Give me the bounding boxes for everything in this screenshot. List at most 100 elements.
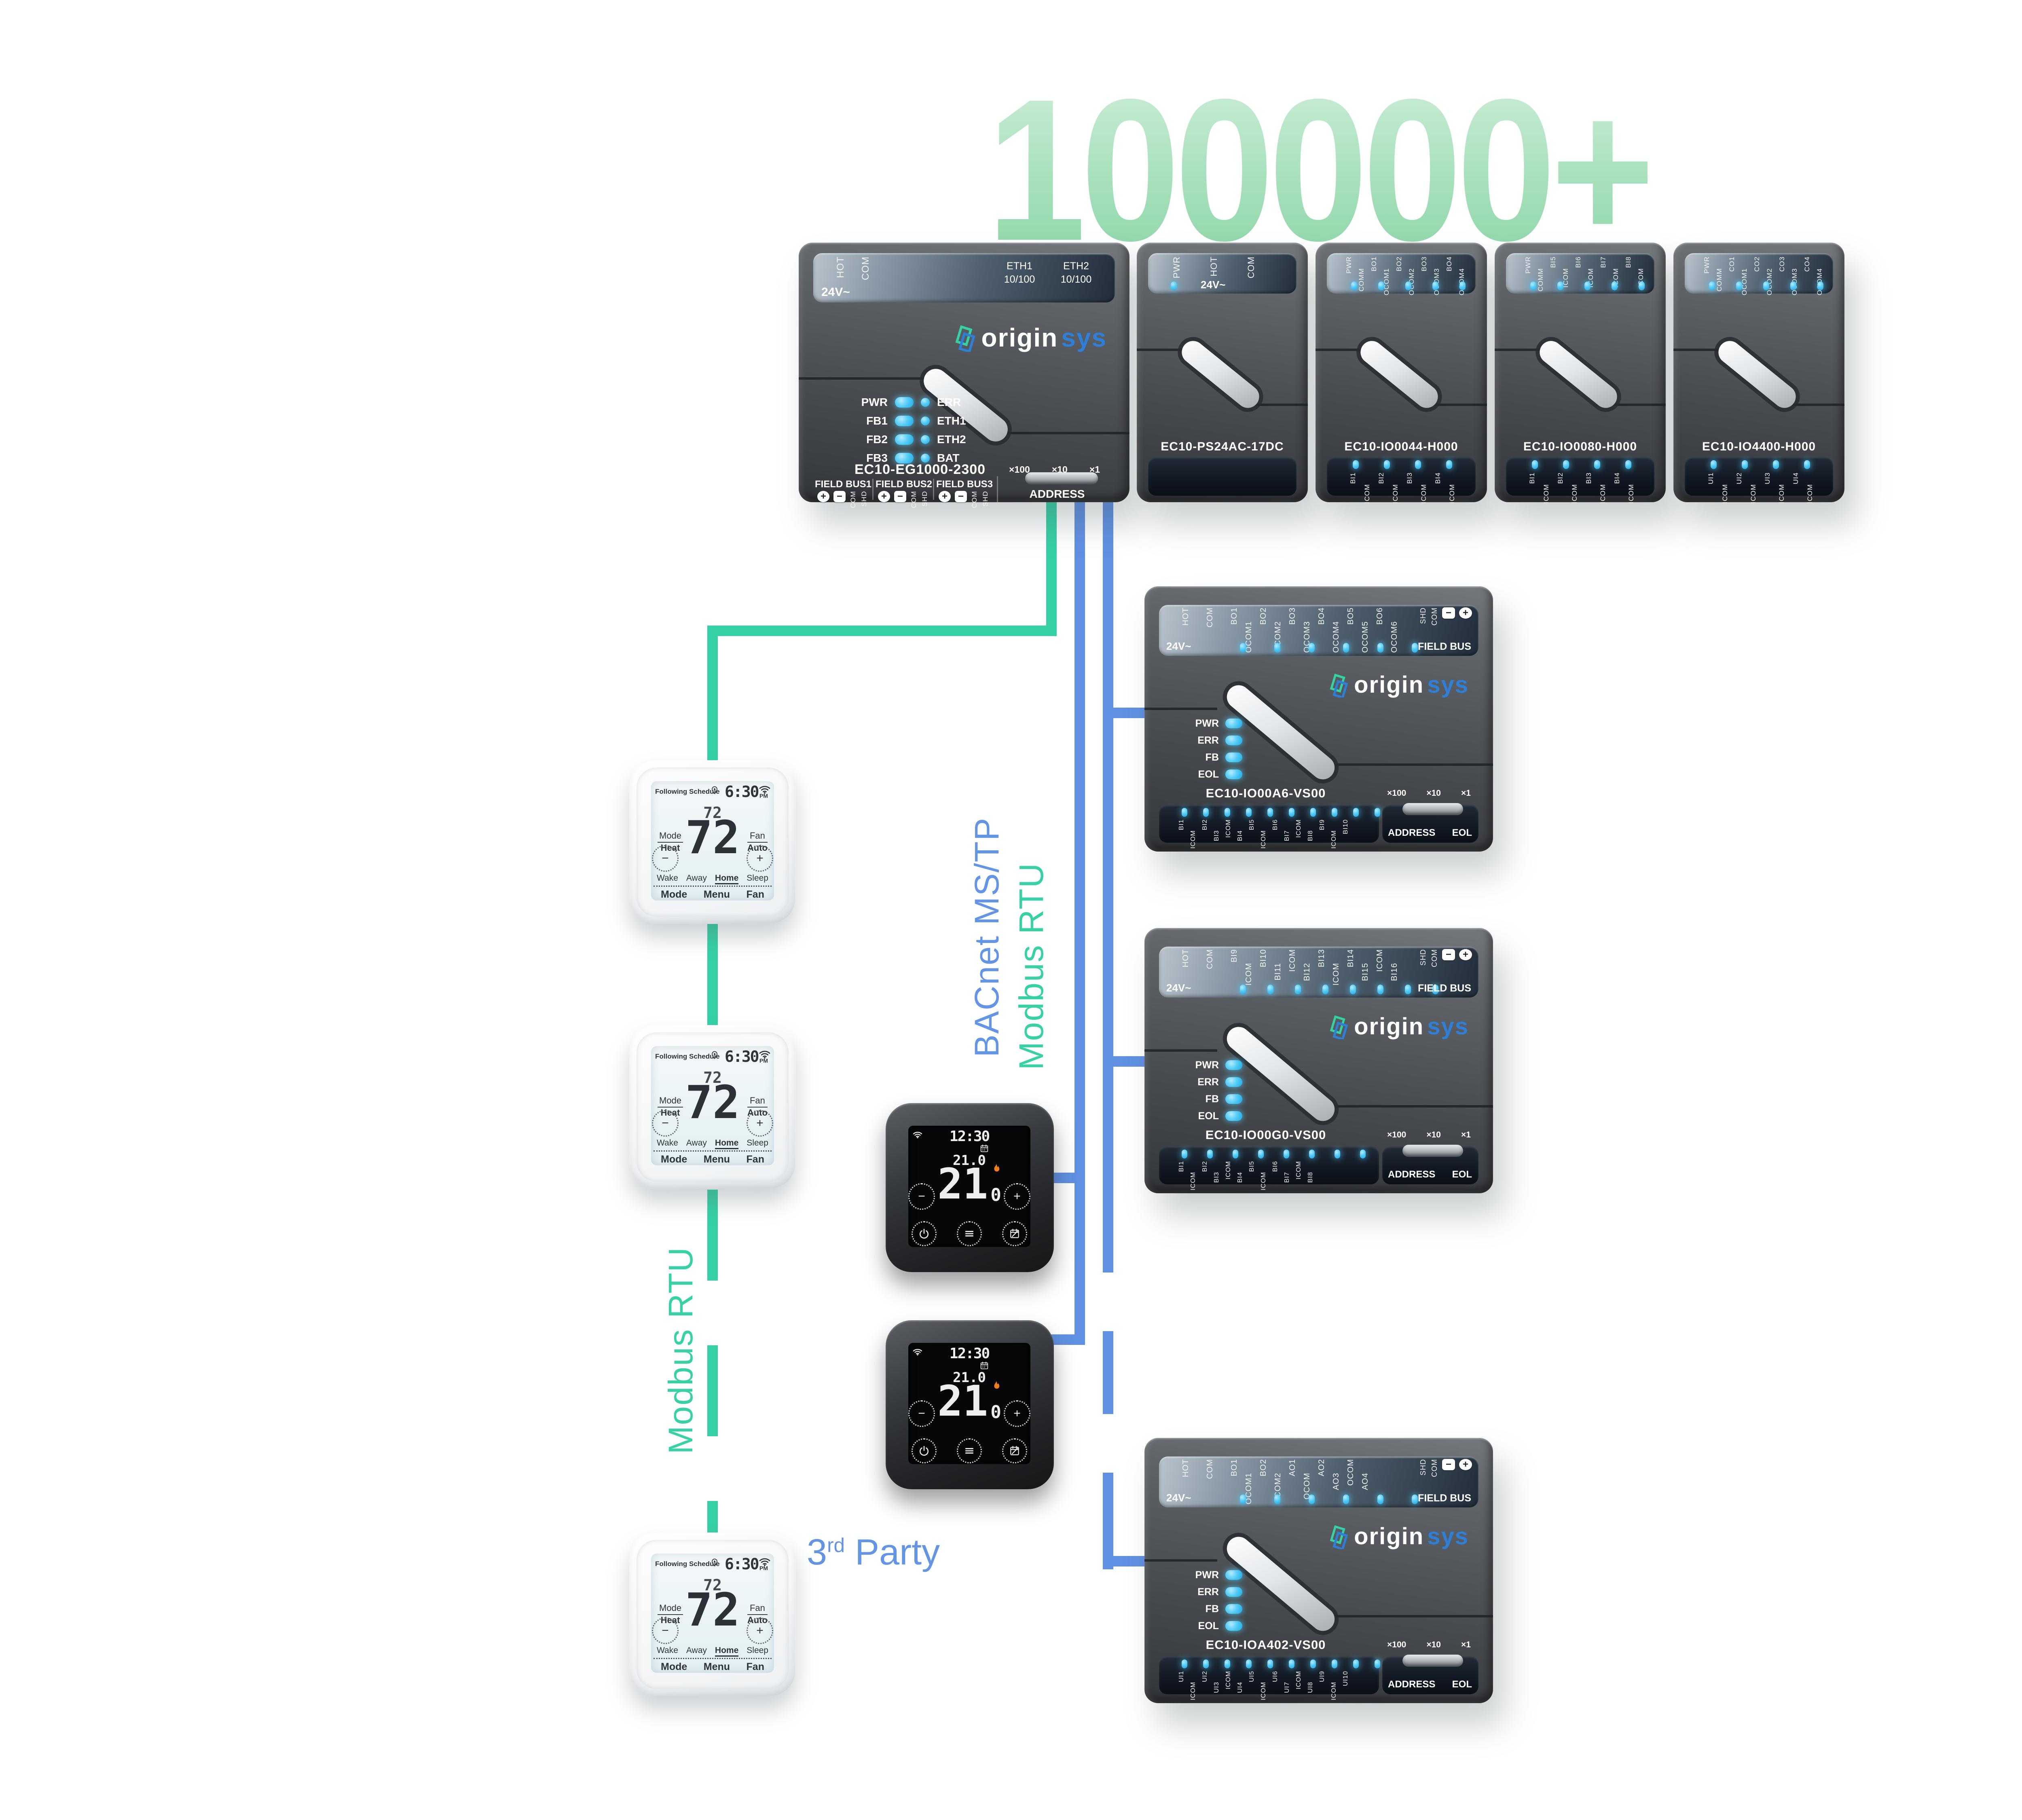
decrease-button[interactable]: − [908,1183,935,1210]
indicator-label: PWR [1195,1059,1219,1071]
button-fan[interactable]: Fan [746,1154,764,1165]
status-led [1375,1659,1380,1668]
indicator-label: FB1 [866,414,888,427]
indicator-label: EOL [1198,1620,1219,1632]
schedule-period-sleep[interactable]: Sleep [747,1646,768,1655]
schedule-period-home[interactable]: Home [715,1646,739,1657]
plus-terminal: + [878,491,890,502]
button-menu[interactable]: Menu [703,889,730,900]
schedule-period-home[interactable]: Home [715,1138,739,1149]
terminal-label: UI2 [1201,1671,1208,1682]
led-row [1709,281,1823,290]
temperature-display: 72 [685,1584,740,1636]
power-button[interactable] [912,1438,937,1463]
button-fan[interactable]: Fan [746,1661,764,1672]
power-button[interactable] [912,1221,937,1246]
schedule-period-away[interactable]: Away [686,873,707,883]
address-label: ADDRESS [1388,827,1436,838]
terminal-label: BI4 [1613,472,1621,484]
eth-name: ETH2 [1063,260,1089,272]
schedule-button[interactable] [1002,1221,1027,1246]
terminal-label: ICOM [1190,1682,1197,1700]
schedule-period-wake[interactable]: Wake [657,1646,678,1655]
increase-button[interactable]: + [747,1617,773,1644]
mode-label: Mode [658,1095,683,1108]
increase-button[interactable]: + [1004,1400,1030,1427]
status-led [895,434,914,445]
indicator-row: ERR [1193,732,1242,749]
button-menu[interactable]: Menu [703,1661,730,1672]
decrease-button[interactable]: − [652,1110,679,1137]
body-seam [1001,432,1129,434]
decrease-button[interactable]: − [908,1400,935,1427]
terminal-label: UI3 [1213,1682,1220,1693]
originsys-logo-icon [952,323,976,353]
decrease-button[interactable]: − [652,845,679,872]
terminal-label: COM [1430,949,1438,967]
button-fan[interactable]: Fan [746,889,764,900]
temperature-int: 21 [937,1376,988,1426]
menu-button[interactable] [957,1221,982,1246]
button-mode[interactable]: Mode [661,1661,687,1672]
schedule-period-home[interactable]: Home [715,873,739,884]
indicator-row: EOL [1193,1108,1242,1125]
schedule-status: Following Schedule [655,1053,720,1060]
schedule-period-away[interactable]: Away [686,1646,707,1655]
menu-button[interactable] [957,1438,982,1463]
divider [654,886,772,887]
setpoint-display: 21.0 [953,1370,986,1386]
schedule-period-away[interactable]: Away [686,1138,707,1148]
address-handle[interactable] [1025,472,1098,484]
brand-origin: origin [1354,1013,1424,1040]
clock-suffix: PM [759,793,768,799]
power-label: 24V~ [1201,279,1226,291]
terminal-label: ICOM [1288,949,1297,972]
modbus-label-mid-text: Modbus RTU [1012,862,1050,1070]
status-led [1322,985,1328,994]
increase-button[interactable]: + [747,845,773,872]
terminal-label: BI1 [1528,472,1536,484]
body-seam [1433,404,1487,406]
body-swoosh [1177,336,1264,413]
status-led [1309,1494,1315,1504]
indicator-row: FB [1193,1600,1242,1617]
status-led [1225,1621,1242,1631]
indicator-row: ERR [1193,1074,1242,1091]
terminal-label: BI15 [1361,963,1370,981]
mode-label: Mode [658,831,683,843]
led-row [1353,460,1452,469]
button-mode[interactable]: Mode [661,1154,687,1165]
bacnet-label: BACnet MS/TP [964,786,1009,1088]
button-menu[interactable]: Menu [703,1154,730,1165]
address-handle[interactable] [1402,1655,1463,1667]
dip-label: ×10 [1426,788,1441,798]
location-icon [711,1558,718,1567]
schedule-period-sleep[interactable]: Sleep [747,873,768,883]
clock: 6:30 [725,1048,759,1065]
increase-button[interactable]: + [747,1110,773,1137]
address-handle[interactable] [1402,1145,1463,1157]
temperature-display: 72 [685,812,740,864]
status-led [1267,1659,1273,1668]
schedule-period-wake[interactable]: Wake [657,873,678,883]
indicator-row: FB [1193,1091,1242,1108]
status-led [1225,1077,1242,1087]
terminal-label: COM [860,256,871,280]
increase-button[interactable]: + [1004,1183,1030,1210]
status-led [1225,736,1242,745]
decrease-button[interactable]: − [652,1617,679,1644]
schedule-button[interactable] [1002,1438,1027,1463]
address-handle[interactable] [1402,803,1463,815]
body-seam [1144,1049,1217,1052]
location-icon [711,1051,718,1059]
schedule-period-wake[interactable]: Wake [657,1138,678,1148]
button-mode[interactable]: Mode [661,889,687,900]
schedule-period-sleep[interactable]: Sleep [747,1138,768,1148]
terminal-label: SHD [1419,607,1427,624]
indicator-row: EOL [1193,766,1242,783]
